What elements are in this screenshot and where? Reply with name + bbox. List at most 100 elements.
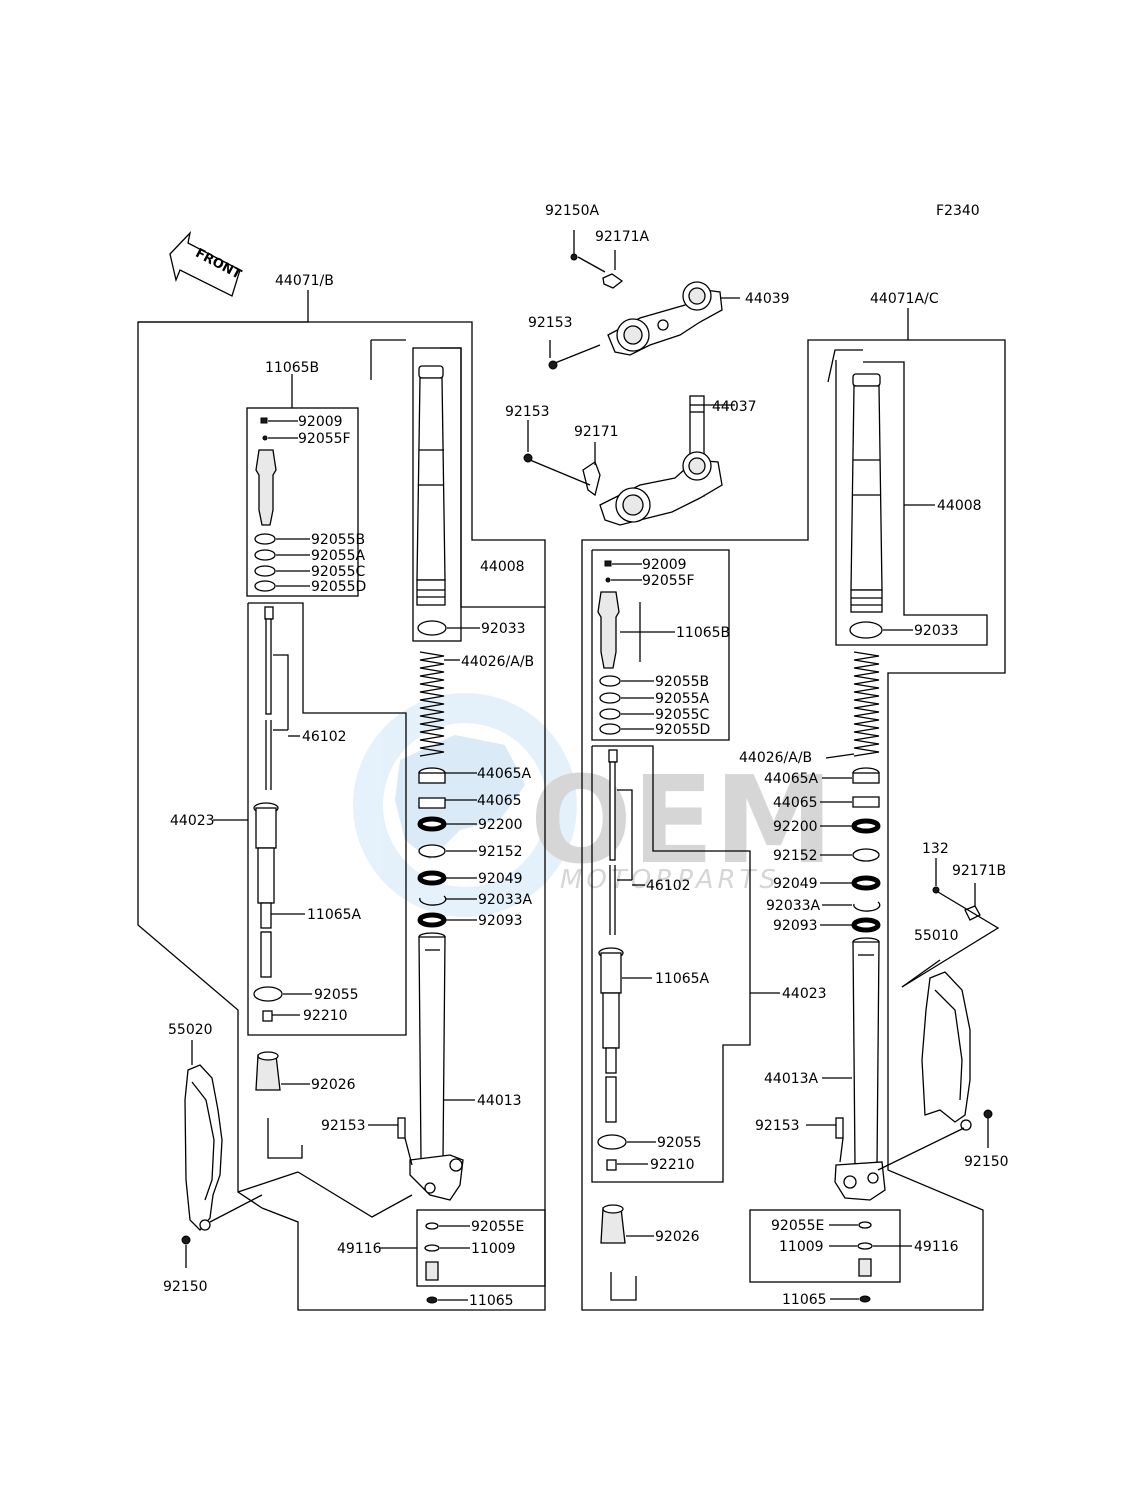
left-label-44065A: 44065A bbox=[477, 766, 532, 782]
right-label-11065A: 11065A bbox=[655, 971, 710, 987]
right-label-92152: 92152 bbox=[773, 848, 818, 864]
left-44023-box bbox=[247, 602, 407, 1036]
right-label-92210: 92210 bbox=[650, 1157, 695, 1173]
diagram-code: F2340 bbox=[936, 203, 980, 219]
right-49116-parts bbox=[829, 1221, 912, 1303]
right-fork-guard-55010 bbox=[877, 858, 1000, 1171]
left-label-92055F: 92055F bbox=[298, 431, 351, 447]
left-label-92049: 92049 bbox=[478, 871, 523, 887]
watermark-sub: MOTORPARTS bbox=[560, 865, 780, 895]
watermark-main: OEM bbox=[530, 752, 833, 891]
right-spring-and-seals bbox=[820, 651, 881, 933]
left-label-49116: 49116 bbox=[337, 1241, 382, 1257]
lower-triple-clamp-stem bbox=[523, 395, 735, 526]
right-label-11065: 11065 bbox=[782, 1292, 827, 1308]
left-label-92152: 92152 bbox=[478, 844, 523, 860]
right-label-44008: 44008 bbox=[937, 498, 982, 514]
right-label-44013A: 44013A bbox=[764, 1071, 819, 1087]
left-label-11065: 11065 bbox=[469, 1293, 514, 1309]
left-label-92055C: 92055C bbox=[311, 564, 366, 580]
left-label-11065A: 11065A bbox=[307, 907, 362, 923]
left-inner-tube-44008 bbox=[412, 347, 545, 642]
right-label-92055F: 92055F bbox=[642, 573, 695, 589]
right-label-44065A: 44065A bbox=[764, 771, 819, 787]
left-label-92210: 92210 bbox=[303, 1008, 348, 1024]
right-label-92055D: 92055D bbox=[655, 722, 710, 738]
right-label-92200: 92200 bbox=[773, 819, 818, 835]
left-11065B-box bbox=[246, 407, 359, 597]
right-group-label: 44071A/C bbox=[870, 291, 939, 307]
left-label-92150: 92150 bbox=[163, 1279, 208, 1295]
left-fork-guard-55020 bbox=[181, 1040, 413, 1268]
right-11065B-box bbox=[591, 549, 730, 741]
right-label-92150: 92150 bbox=[964, 1154, 1009, 1170]
right-label-92055E: 92055E bbox=[771, 1218, 824, 1234]
left-92026-cap bbox=[255, 1051, 310, 1159]
label-92171: 92171 bbox=[574, 424, 619, 440]
right-label-92009: 92009 bbox=[642, 557, 687, 573]
right-label-44023: 44023 bbox=[782, 986, 827, 1002]
right-label-92153: 92153 bbox=[755, 1118, 800, 1134]
right-92026-cap bbox=[600, 1204, 654, 1301]
right-label-44026: 44026/A/B bbox=[739, 750, 812, 766]
left-label-92033: 92033 bbox=[481, 621, 526, 637]
right-label-44065: 44065 bbox=[773, 795, 818, 811]
left-outer-tube-44013 bbox=[368, 932, 475, 1201]
left-label-46102: 46102 bbox=[302, 729, 347, 745]
label-44037: 44037 bbox=[712, 399, 757, 415]
left-label-92055D: 92055D bbox=[311, 579, 366, 595]
left-label-11009: 11009 bbox=[471, 1241, 516, 1257]
left-label-92055B: 92055B bbox=[311, 532, 365, 548]
right-44023-box bbox=[591, 745, 751, 1183]
right-label-11065B: 11065B bbox=[676, 625, 730, 641]
left-label-55020: 55020 bbox=[168, 1022, 213, 1038]
left-group-label: 44071/B bbox=[275, 273, 334, 289]
left-label-44065: 44065 bbox=[477, 793, 522, 809]
left-label-92093: 92093 bbox=[478, 913, 523, 929]
left-label-92055A: 92055A bbox=[311, 548, 366, 564]
right-label-92055B: 92055B bbox=[655, 674, 709, 690]
left-valve-assembly bbox=[254, 417, 310, 592]
left-label-92009: 92009 bbox=[298, 414, 343, 430]
left-label-44026: 44026/A/B bbox=[461, 654, 534, 670]
upper-triple-clamp bbox=[548, 230, 740, 370]
right-label-92033: 92033 bbox=[914, 623, 959, 639]
right-label-46102: 46102 bbox=[646, 878, 691, 894]
label-44039: 44039 bbox=[745, 291, 790, 307]
right-label-92055A: 92055A bbox=[655, 691, 710, 707]
front-arrow-icon: FRONT bbox=[169, 230, 244, 297]
right-inner-tube-44008 bbox=[835, 360, 988, 646]
right-label-92049: 92049 bbox=[773, 876, 818, 892]
group-outline-right bbox=[581, 308, 1006, 1311]
left-damper-cartridge bbox=[253, 606, 312, 1022]
label-92171A: 92171A bbox=[595, 229, 650, 245]
left-label-92055E: 92055E bbox=[471, 1219, 524, 1235]
right-label-132: 132 bbox=[922, 841, 949, 857]
right-label-92033A: 92033A bbox=[766, 898, 821, 914]
right-label-11009: 11009 bbox=[779, 1239, 824, 1255]
right-valve-assembly bbox=[597, 560, 675, 735]
left-label-11065B: 11065B bbox=[265, 360, 319, 376]
right-label-92171B: 92171B bbox=[952, 863, 1006, 879]
right-damper-cartridge bbox=[597, 749, 780, 1171]
label-92153-top: 92153 bbox=[528, 315, 573, 331]
right-outer-tube-44013A bbox=[806, 937, 886, 1201]
left-label-92200: 92200 bbox=[478, 817, 523, 833]
left-label-92033A: 92033A bbox=[478, 892, 533, 908]
right-label-55010: 55010 bbox=[914, 928, 959, 944]
left-label-44013: 44013 bbox=[477, 1093, 522, 1109]
left-label-44008: 44008 bbox=[480, 559, 525, 575]
right-label-92093: 92093 bbox=[773, 918, 818, 934]
right-label-92055C: 92055C bbox=[655, 707, 710, 723]
left-label-92153: 92153 bbox=[321, 1118, 366, 1134]
right-label-92026: 92026 bbox=[655, 1229, 700, 1245]
right-label-49116: 49116 bbox=[914, 1239, 959, 1255]
right-label-92055: 92055 bbox=[657, 1135, 702, 1151]
left-spring-and-seals bbox=[417, 651, 477, 928]
label-92150A: 92150A bbox=[545, 203, 600, 219]
left-label-92026: 92026 bbox=[311, 1077, 356, 1093]
left-label-92055: 92055 bbox=[314, 987, 359, 1003]
left-label-44023: 44023 bbox=[170, 813, 215, 829]
left-49116-parts bbox=[380, 1222, 470, 1304]
